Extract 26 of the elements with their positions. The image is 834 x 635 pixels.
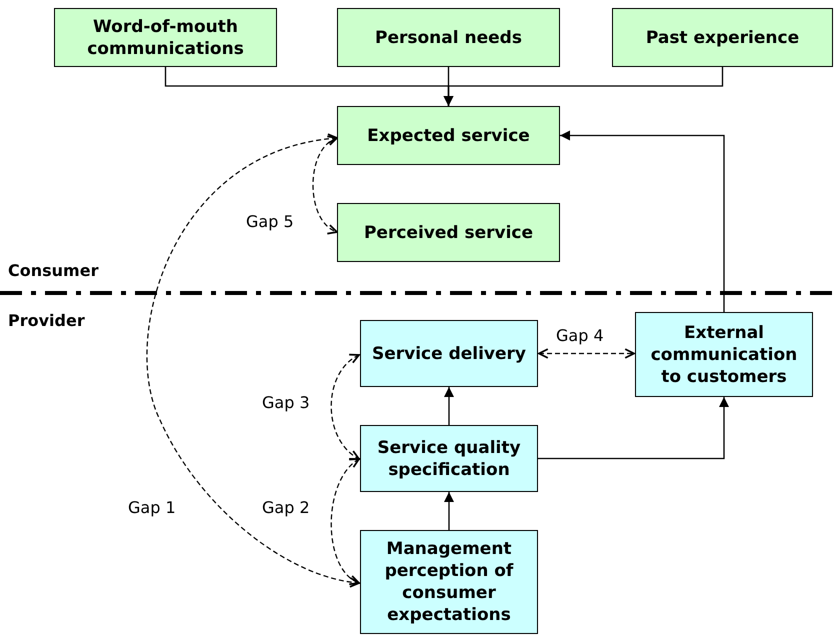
arrow bbox=[444, 67, 724, 106]
section-label: Provider bbox=[8, 311, 85, 331]
process-box: Service delivery bbox=[360, 320, 538, 387]
arrow bbox=[444, 387, 454, 425]
dashed-arrow bbox=[330, 354, 360, 460]
dashed-arrow bbox=[146, 134, 360, 587]
edge-label: Gap 1 bbox=[128, 498, 176, 518]
process-box: Management perception of consumer expectations bbox=[360, 530, 538, 634]
edge-label: Gap 3 bbox=[262, 393, 310, 413]
dashed-arrow bbox=[538, 348, 635, 359]
section-label: Consumer bbox=[8, 261, 98, 281]
process-box: Perceived service bbox=[337, 203, 560, 262]
arrow bbox=[444, 492, 454, 530]
process-box: Past experience bbox=[612, 8, 833, 67]
dashed-arrow bbox=[330, 458, 360, 584]
dashed-arrow bbox=[312, 137, 338, 233]
arrow bbox=[560, 130, 725, 312]
process-box: Personal needs bbox=[337, 8, 560, 67]
edge-label: Gap 2 bbox=[262, 498, 310, 518]
process-box: External communication to customers bbox=[635, 312, 813, 397]
arrow bbox=[538, 397, 729, 460]
edge-label: Gap 5 bbox=[246, 212, 294, 232]
process-box: Expected service bbox=[337, 106, 560, 165]
process-box: Service quality specification bbox=[360, 425, 538, 492]
process-box: Word-of-mouth communications bbox=[54, 8, 277, 67]
edge-label: Gap 4 bbox=[556, 326, 604, 346]
